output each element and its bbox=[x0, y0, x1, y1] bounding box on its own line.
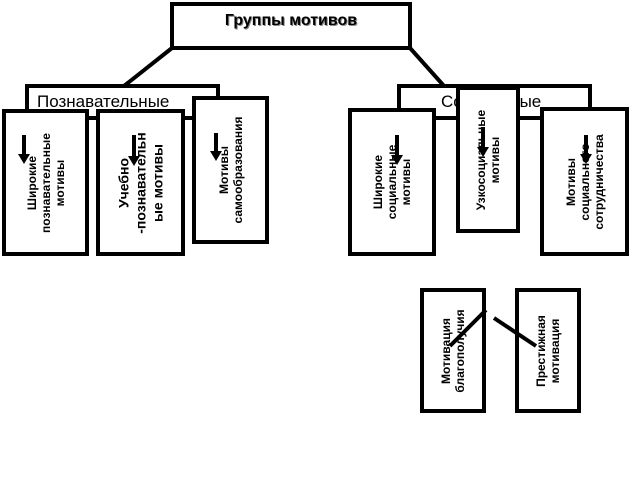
box-social-cooperation-motives: Мотивы социального сотрудничества bbox=[540, 107, 629, 256]
down-arrow-icon bbox=[580, 135, 592, 164]
down-arrow-icon bbox=[477, 127, 489, 157]
connector-title-cognitive bbox=[122, 46, 174, 88]
box-narrow-social-motives: Узкосоциальные мотивы bbox=[456, 86, 520, 233]
category-cognitive-label: Познавательные bbox=[37, 92, 170, 111]
box-wellbeing-motivation: Мотивация благополучия bbox=[420, 288, 486, 413]
connector-title-social bbox=[408, 46, 446, 88]
title-box: Группы мотивов bbox=[170, 2, 412, 50]
box-broad-cognitive-motives: Широкие познавательные мотивы bbox=[2, 109, 89, 256]
box-prestige-motivation: Престижная мотивация bbox=[515, 288, 581, 413]
box-self-education-motives: Мотивы самообразования bbox=[192, 96, 269, 244]
diagram-title: Группы мотивов bbox=[224, 12, 358, 29]
down-arrow-icon bbox=[391, 135, 403, 165]
down-arrow-icon bbox=[210, 133, 222, 161]
connector-wellbeing bbox=[448, 308, 488, 348]
down-arrow-icon bbox=[18, 135, 30, 164]
down-arrow-icon bbox=[128, 135, 140, 166]
box-broad-social-motives: Широкие социальные мотивы bbox=[348, 108, 436, 256]
connector-prestige bbox=[492, 316, 538, 348]
box-educational-cognitive-motives: Учебно -познавательн ые мотивы bbox=[96, 109, 185, 256]
